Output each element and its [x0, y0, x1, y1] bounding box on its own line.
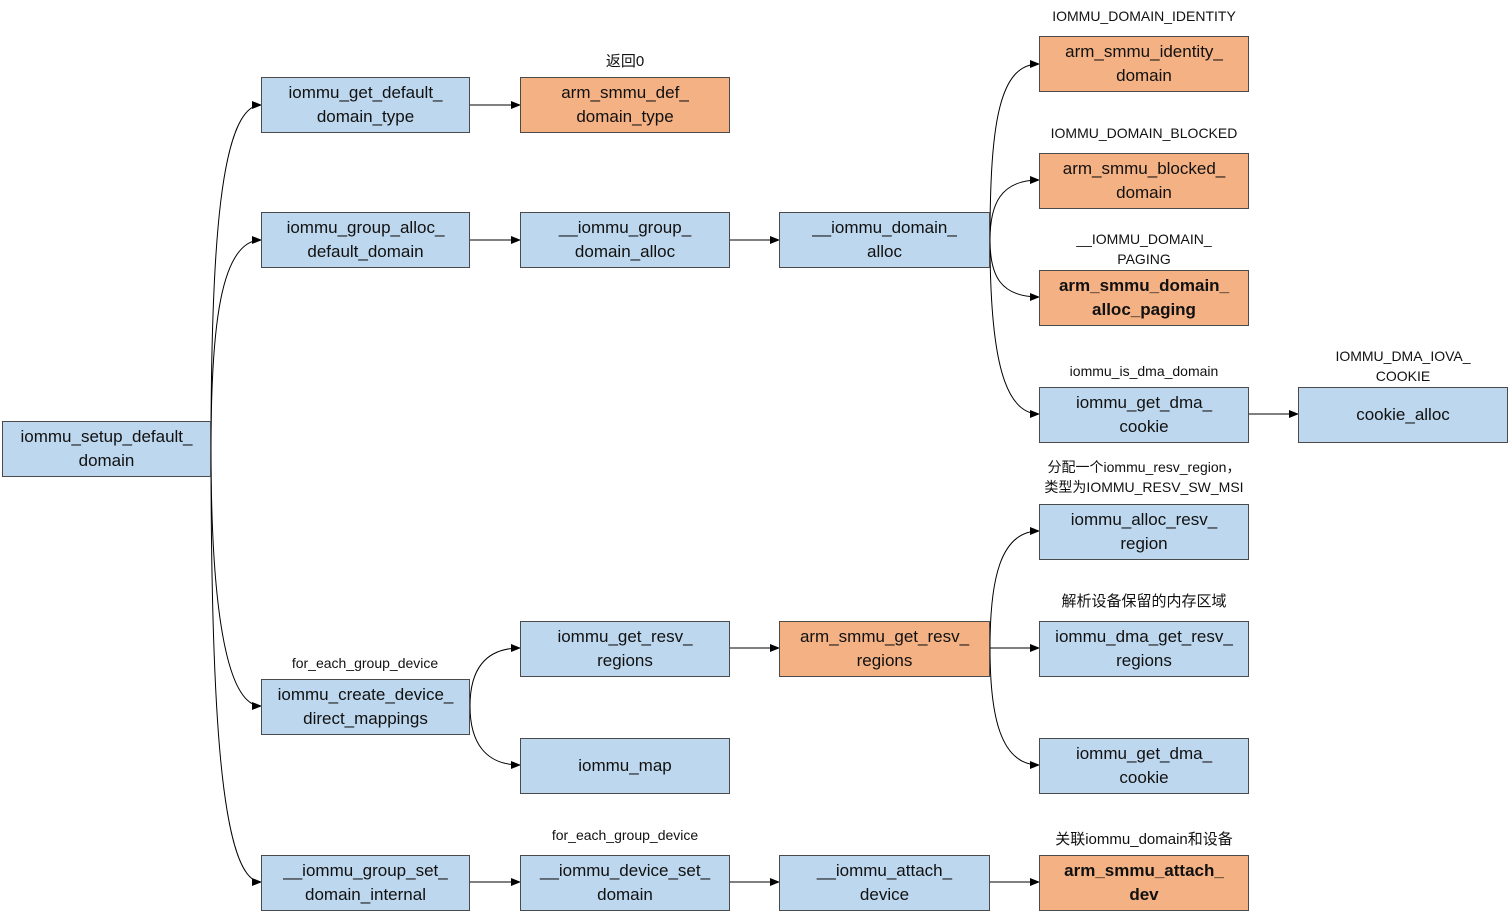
- node-iommu-domain-alloc: __iommu_domain_ alloc: [779, 212, 990, 268]
- node-iommu-attach-device: __iommu_attach_ device: [779, 855, 990, 911]
- label-domain-identity: IOMMU_DOMAIN_IDENTITY: [1052, 8, 1236, 24]
- node-iommu-setup-default-domain: iommu_setup_default_ domain: [2, 421, 211, 477]
- node-iommu-dma-get-resv-regions: iommu_dma_get_resv_ regions: [1039, 621, 1249, 677]
- edge-setup-to-group-set-domain-internal: [210, 448, 262, 886]
- node-arm-smmu-identity-domain: arm_smmu_identity_ domain: [1039, 36, 1249, 92]
- edge-domain-alloc-to-identity: [989, 60, 1040, 241]
- edge-domain-alloc-to-blocked: [989, 176, 1040, 241]
- edge-direct-mappings-to-iommu-map: [469, 705, 521, 769]
- label-dma-iova-cookie: IOMMU_DMA_IOVA_ COOKIE: [1335, 348, 1471, 384]
- edge-domain-alloc-to-get-dma-cookie: [989, 239, 1040, 418]
- edge-setup-to-create-device-direct-mappings: [210, 448, 262, 710]
- edge-arm-get-resv-to-get-dma-cookie: [989, 647, 1040, 769]
- node-iommu-get-resv-regions: iommu_get_resv_ regions: [520, 621, 730, 677]
- label-return-0: 返回0: [605, 53, 645, 70]
- node-arm-smmu-def-domain-type: arm_smmu_def_ domain_type: [520, 77, 730, 133]
- label-is-dma-domain: iommu_is_dma_domain: [1069, 363, 1219, 379]
- edge-setup-to-get-default-domain-type: [210, 101, 262, 450]
- node-iommu-map: iommu_map: [520, 738, 730, 794]
- edge-arm-get-resv-to-alloc-resv-region: [989, 527, 1040, 649]
- label-for-each-group-device-1: for_each_group_device: [291, 655, 439, 671]
- edge-direct-mappings-to-get-resv: [469, 644, 521, 707]
- label-associate-domain: 关联iommu_domain和设备: [1055, 831, 1233, 848]
- node-arm-smmu-attach-dev: arm_smmu_attach_ dev: [1039, 855, 1249, 911]
- label-parse-reserved: 解析设备保留的内存区域: [1061, 593, 1227, 610]
- node-iommu-alloc-resv-region: iommu_alloc_resv_ region: [1039, 504, 1249, 560]
- node-iommu-group-domain-alloc: __iommu_group_ domain_alloc: [520, 212, 730, 268]
- label-alloc-resv-note: 分配一个iommu_resv_region， 类型为IOMMU_RESV_SW_…: [1044, 459, 1244, 495]
- node-iommu-get-dma-cookie-2: iommu_get_dma_ cookie: [1039, 738, 1249, 794]
- node-iommu-get-dma-cookie: iommu_get_dma_ cookie: [1039, 387, 1249, 443]
- node-iommu-group-set-domain-internal: __iommu_group_set_ domain_internal: [261, 855, 470, 911]
- node-arm-smmu-domain-alloc-paging: arm_smmu_domain_ alloc_paging: [1039, 270, 1249, 326]
- node-arm-smmu-blocked-domain: arm_smmu_blocked_ domain: [1039, 153, 1249, 209]
- label-domain-paging: __IOMMU_DOMAIN_ PAGING: [1076, 231, 1212, 267]
- node-iommu-create-device-direct-mappings: iommu_create_device_ direct_mappings: [261, 679, 470, 735]
- node-iommu-group-alloc-default-domain: iommu_group_alloc_ default_domain: [261, 212, 470, 268]
- node-iommu-get-default-domain-type: iommu_get_default_ domain_type: [261, 77, 470, 133]
- edge-domain-alloc-to-paging: [989, 239, 1040, 301]
- node-cookie-alloc: cookie_alloc: [1298, 387, 1508, 443]
- label-for-each-group-device-2: for_each_group_device: [551, 827, 699, 843]
- edge-setup-to-group-alloc-default-domain: [210, 236, 262, 450]
- label-domain-blocked: IOMMU_DOMAIN_BLOCKED: [1050, 125, 1238, 141]
- node-arm-smmu-get-resv-regions: arm_smmu_get_resv_ regions: [779, 621, 990, 677]
- node-iommu-device-set-domain: __iommu_device_set_ domain: [520, 855, 730, 911]
